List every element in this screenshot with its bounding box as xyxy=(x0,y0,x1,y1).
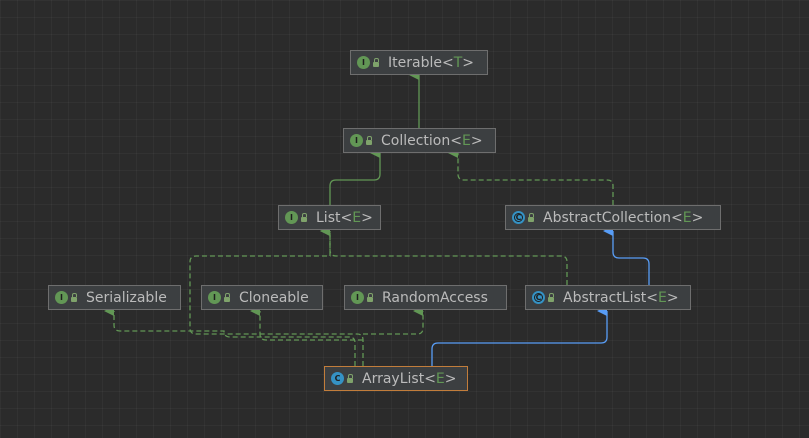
class-name: ArrayList xyxy=(362,370,425,387)
class-name: RandomAccess xyxy=(382,289,488,306)
interface-icon: I xyxy=(357,56,370,69)
lock-icon xyxy=(528,213,534,222)
edge-list-collection xyxy=(329,148,381,205)
lock-icon xyxy=(366,136,372,145)
node-arraylist[interactable]: C ArrayList<E> xyxy=(324,366,468,391)
type-param: E xyxy=(657,289,667,306)
node-abstractlist[interactable]: C AbstractList<E> xyxy=(525,285,691,310)
lock-icon xyxy=(548,293,554,302)
interface-icon: I xyxy=(285,211,298,224)
node-cloneable[interactable]: I Cloneable xyxy=(201,285,323,310)
abstract-class-icon: C xyxy=(532,291,545,304)
lock-icon xyxy=(347,374,353,383)
type-param: E xyxy=(435,370,445,387)
class-name: Cloneable xyxy=(239,289,309,306)
type-param: T xyxy=(453,54,463,71)
abstract-class-icon: C xyxy=(512,211,525,224)
interface-icon: I xyxy=(55,291,68,304)
lock-icon xyxy=(373,58,379,67)
node-abstractcollection[interactable]: C AbstractCollection<E> xyxy=(505,205,721,230)
edge-arraylist-list xyxy=(189,226,364,366)
edge-arraylist-abstractlist xyxy=(431,306,608,366)
class-name: List xyxy=(316,209,341,226)
class-name: AbstractList xyxy=(563,289,647,306)
edge-arraylist-cloneable xyxy=(250,306,363,341)
class-name: Serializable xyxy=(86,289,167,306)
type-param: E xyxy=(461,132,471,149)
node-iterable[interactable]: I Iterable<T> xyxy=(350,50,488,75)
class-icon: C xyxy=(331,372,344,385)
interface-icon: I xyxy=(208,291,221,304)
node-randomaccess[interactable]: I RandomAccess xyxy=(344,285,507,310)
type-param: E xyxy=(352,209,362,226)
edge-arraylist-serializable xyxy=(104,306,356,366)
type-param: E xyxy=(682,209,692,226)
edge-abstractlist-list xyxy=(320,226,568,285)
edge-abstractcollection-collection xyxy=(448,148,614,205)
interface-icon: I xyxy=(350,134,363,147)
lock-icon xyxy=(71,293,77,302)
lock-icon xyxy=(301,213,307,222)
node-list[interactable]: I List<E> xyxy=(278,205,381,230)
interface-icon: I xyxy=(351,291,364,304)
class-name: Collection xyxy=(381,132,451,149)
edge-abstractlist-abstractcollection xyxy=(603,226,650,285)
node-serializable[interactable]: I Serializable xyxy=(48,285,181,310)
edge-arraylist-randomaccess xyxy=(363,306,424,335)
lock-icon xyxy=(224,293,230,302)
class-name: Iterable xyxy=(388,54,442,71)
class-name: AbstractCollection xyxy=(543,209,672,226)
lock-icon xyxy=(367,293,373,302)
node-collection[interactable]: I Collection<E> xyxy=(343,128,496,153)
